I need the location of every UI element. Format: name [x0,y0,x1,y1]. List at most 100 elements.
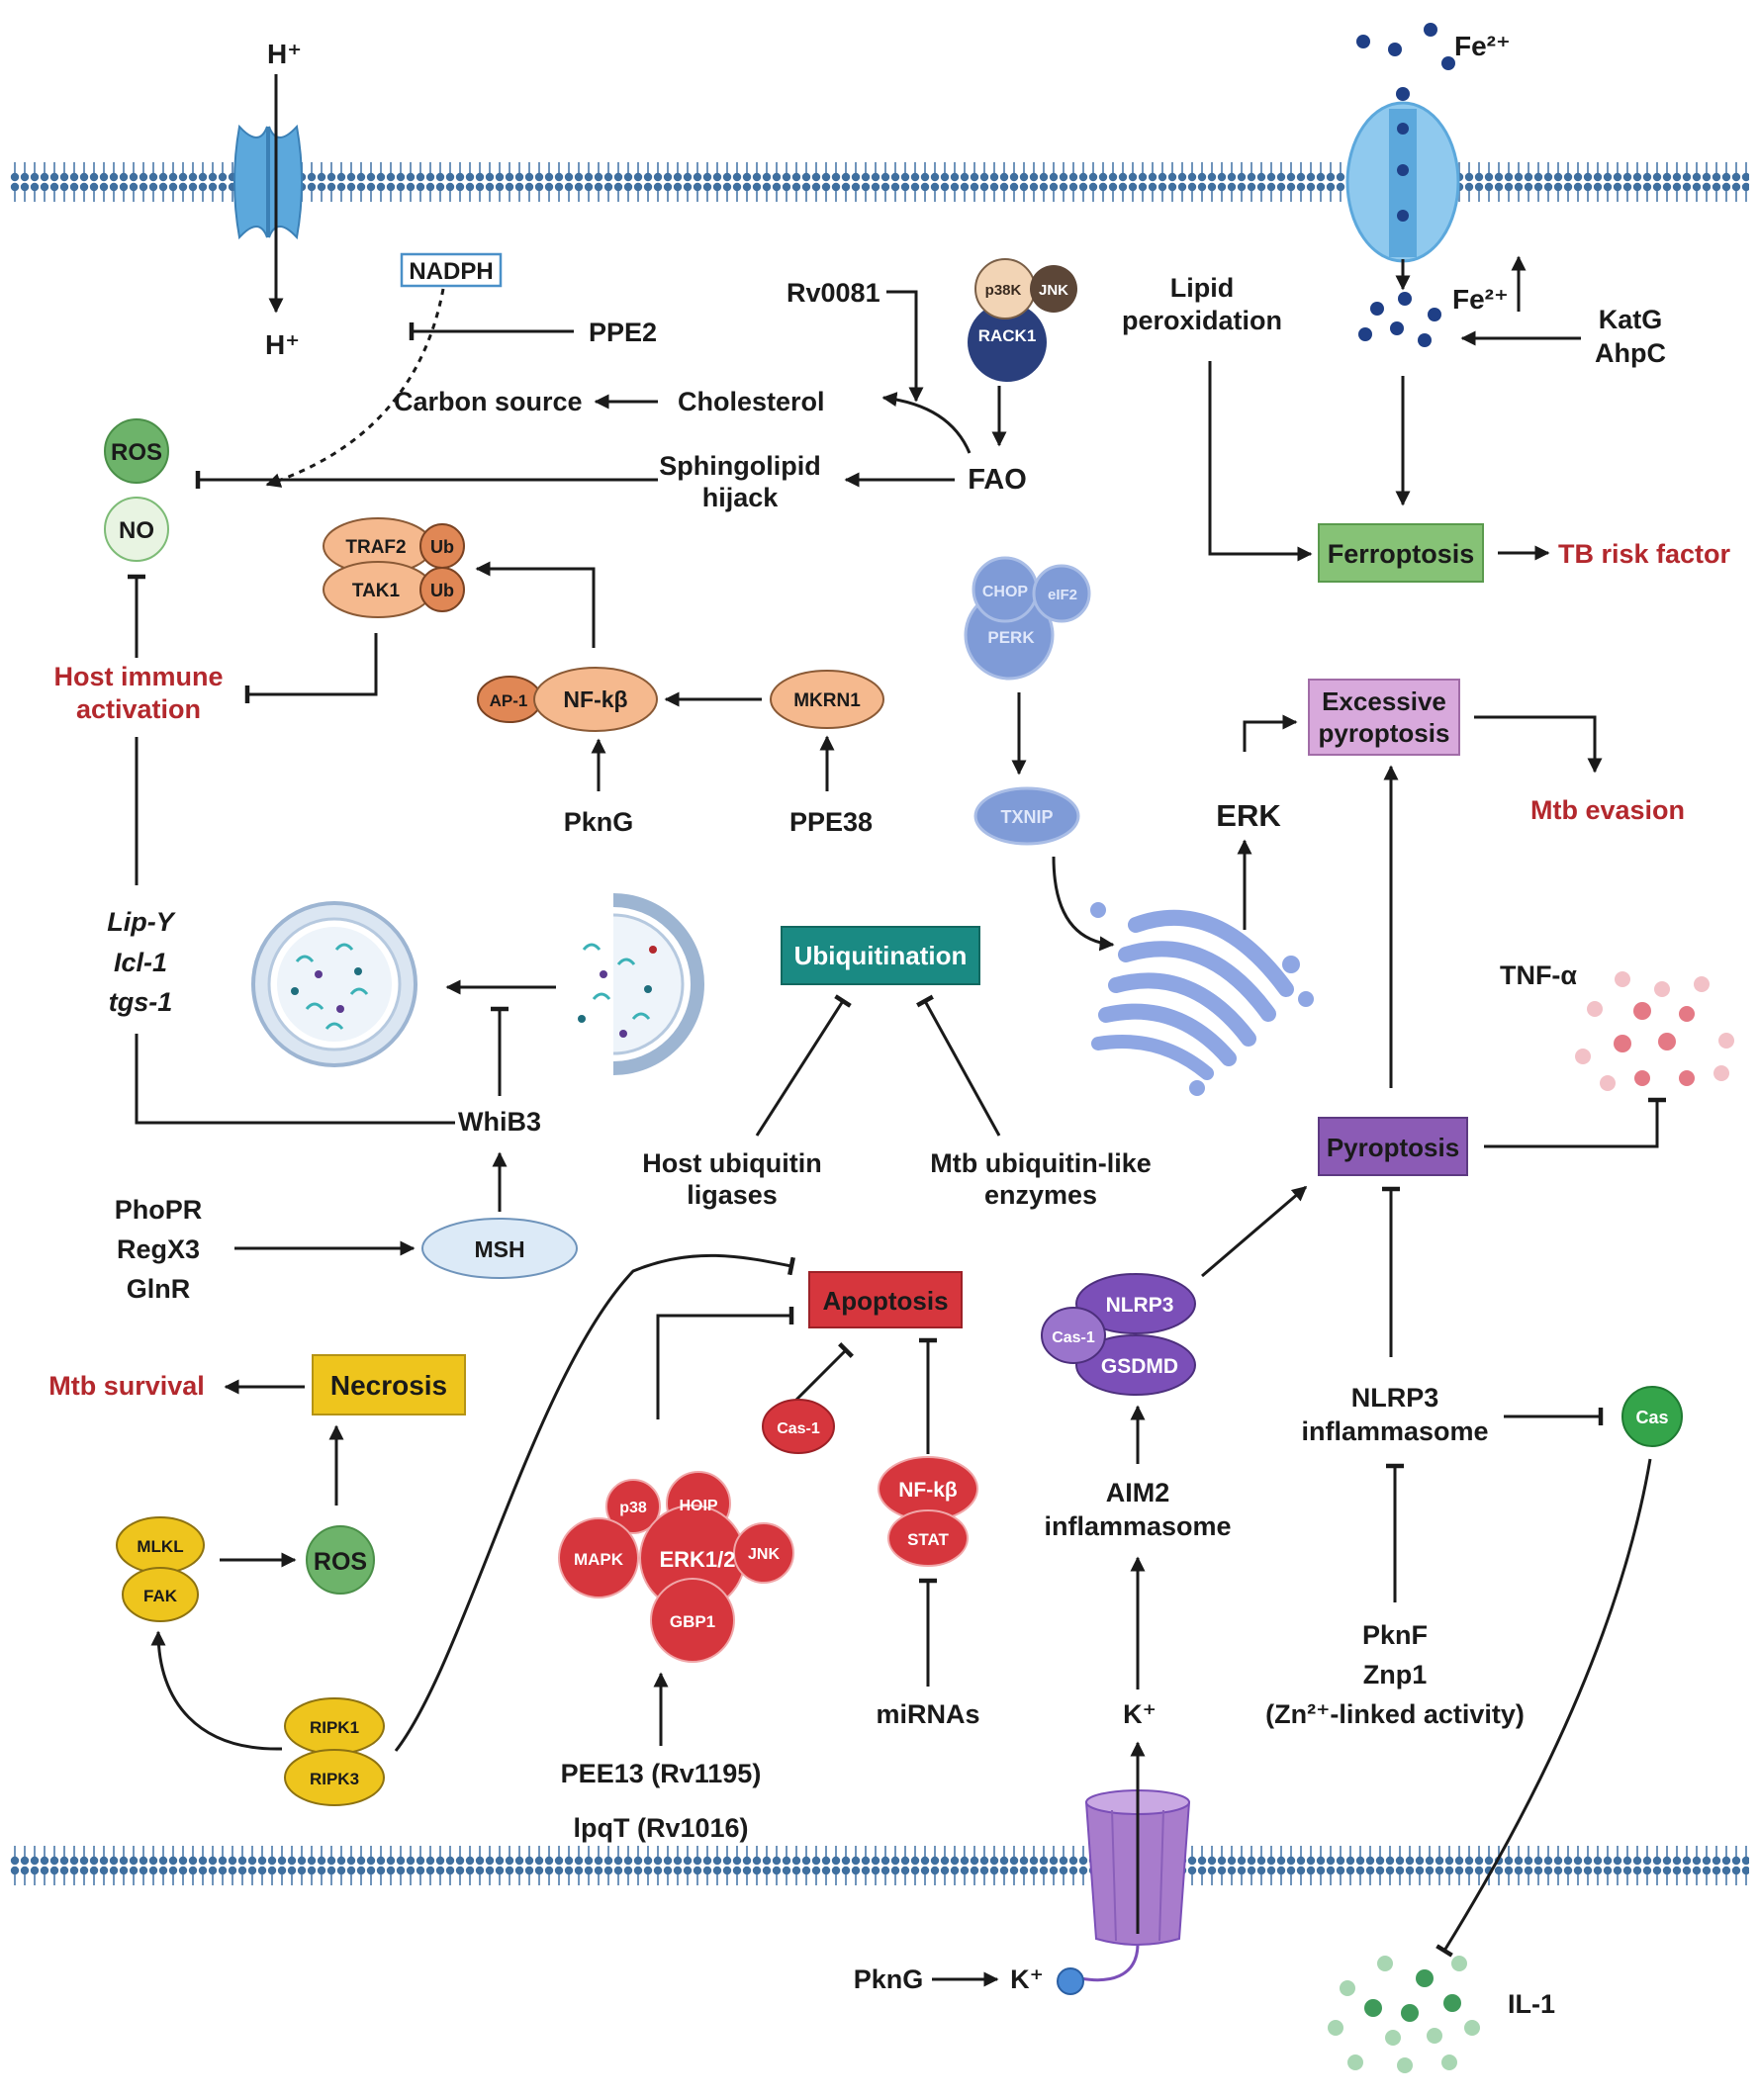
chop-label: CHOP [982,584,1029,600]
perk-complex: CHOP eIF2 PERK [964,556,1091,681]
zn-activity-label: (Zn²⁺-linked activity) [1265,1699,1525,1729]
ripk3-label: RIPK3 [310,1770,359,1788]
pkng-label: PknG [564,807,634,837]
ferroptosis-label: Ferroptosis [1328,539,1475,569]
mapk-erk-complex: p38 HOIP MAPK ERK1/2 JNK GBP1 [558,1471,794,1663]
nfkb-stat-complex: NF-kβ STAT [878,1456,978,1567]
pyroptosis-label: Pyroptosis [1327,1133,1459,1162]
pee13-label: PEE13 (Rv1195) [561,1759,762,1788]
host-immune-line1: Host immune [53,662,223,691]
il1-cytokine-icon [1328,1956,1480,2073]
gbp1-label: GBP1 [670,1612,715,1631]
phopr-label: PhoPR [115,1195,203,1225]
mirnas-label: miRNAs [876,1699,979,1729]
regx3-label: RegX3 [117,1234,200,1264]
erk-label: ERK [1216,798,1281,833]
cas-label: Cas [1635,1408,1668,1427]
lipid-peroxidation-line2: peroxidation [1122,306,1282,335]
lip-y-label: Lip-Y [107,907,176,937]
no-node: NO [104,497,169,562]
rv0081-label: Rv0081 [787,278,880,308]
h-plus-bottom: H⁺ [265,329,300,360]
fao-label: FAO [968,464,1027,496]
znp1-label: Znp1 [1363,1660,1428,1689]
lipid-peroxidation-line1: Lipid [1170,273,1234,303]
tb-risk-label: TB risk factor [1558,539,1731,569]
ppe38-label: PPE38 [789,807,873,837]
host-immune-line2: activation [76,694,201,724]
stat-label: STAT [907,1530,949,1549]
ubiquitination-label: Ubiquitination [794,941,968,970]
excessive-pyroptosis-box [1308,679,1460,756]
txnip-node: TXNIP [973,786,1080,846]
traf2-tak1-complex: TRAF2 TAK1 Ub Ub [323,517,465,618]
necrosis-label: Necrosis [330,1370,447,1401]
tnf-a-cytokine-icon [1575,971,1734,1091]
ubiquitination-box [781,926,980,985]
fe-top: Fe²⁺ [1454,31,1511,61]
rack1-complex: p38K JNK RACK1 [968,258,1077,382]
ap1-label: AP-1 [490,691,528,710]
nfkb-label: NF-kβ [563,686,627,712]
mlkl-fak-complex: MLKL FAK [116,1516,205,1622]
ros-label: ROS [111,439,162,466]
pknf-label: PknF [1362,1620,1428,1650]
nlrp3-inflammasome-line2: inflammasome [1301,1416,1488,1446]
carbon-source-label: Carbon source [394,387,583,416]
iron-channel [1345,23,1460,347]
ahpc-label: AhpC [1595,338,1666,368]
mtb-ubiquitin-line1: Mtb ubiquitin-like [930,1148,1151,1178]
apoptosis-box [808,1271,963,1328]
il1-label: IL-1 [1508,1989,1555,2019]
eif2-label: eIF2 [1048,587,1077,603]
k-plus-label: K⁺ [1123,1699,1157,1729]
fak-label: FAK [143,1587,178,1605]
ripk1-label: RIPK1 [310,1718,359,1737]
no-label: NO [119,517,154,544]
pkng-bottom-label: PknG [854,1964,924,1994]
ripk-complex: RIPK1 RIPK3 [284,1697,385,1806]
txnip-label: TXNIP [1000,807,1053,827]
ub-label-2: Ub [430,581,454,600]
ferroptosis-box [1318,523,1484,583]
bottom-membrane [10,1842,1749,1887]
tak1-label: TAK1 [352,581,401,601]
msh-node: MSH [421,1218,578,1279]
sphingolipid-line1: Sphingolipid [659,451,820,481]
icl-1-label: Icl-1 [114,948,167,977]
katg-label: KatG [1599,305,1663,334]
mapk-label: MAPK [574,1550,624,1569]
whib3-label: WhiB3 [458,1107,541,1137]
jnk-red-label: JNK [748,1546,780,1563]
cas1-purple-label: Cas-1 [1052,1329,1095,1346]
necrosis-box [312,1354,466,1415]
mtb-evasion-label: Mtb evasion [1530,795,1685,825]
k-bottom-label: K⁺ [1010,1964,1044,1994]
p38k-label: p38K [985,282,1022,299]
erk12-label: ERK1/2 [659,1547,735,1572]
apoptosis-label: Apoptosis [822,1286,948,1316]
pyroptosis-box [1318,1117,1468,1176]
proton-channel [233,74,303,314]
lysosome-icon [251,901,417,1067]
lpqt-label: lpqT (Rv1016) [573,1813,748,1843]
cas-node: Cas [1621,1386,1683,1447]
excessive-pyroptosis-line1: Excessive [1322,686,1446,716]
ap1-nfkb-complex: AP-1 NF-kβ [477,667,658,732]
rack1-label: RACK1 [978,326,1037,345]
nlrp3-gsdmd-complex: NLRP3 GSDMD Cas-1 [1041,1273,1196,1396]
p38-label: p38 [619,1500,647,1516]
host-ubiquitin-line2: ligases [687,1180,778,1210]
nlrp3-label: NLRP3 [1106,1294,1174,1317]
aim2-line2: inflammasome [1044,1511,1231,1541]
tnf-a-label: TNF-α [1500,960,1577,990]
traf2-label: TRAF2 [345,537,406,558]
host-ubiquitin-line1: Host ubiquitin [642,1148,821,1178]
tgs-1-label: tgs-1 [109,987,173,1017]
h-plus-top: H⁺ [267,39,302,69]
nadph-box [400,252,503,288]
cas1-red-node: Cas-1 [762,1399,835,1454]
mtb-survival-label: Mtb survival [48,1371,205,1401]
msh-label: MSH [474,1236,524,1262]
glnr-label: GlnR [127,1274,191,1304]
